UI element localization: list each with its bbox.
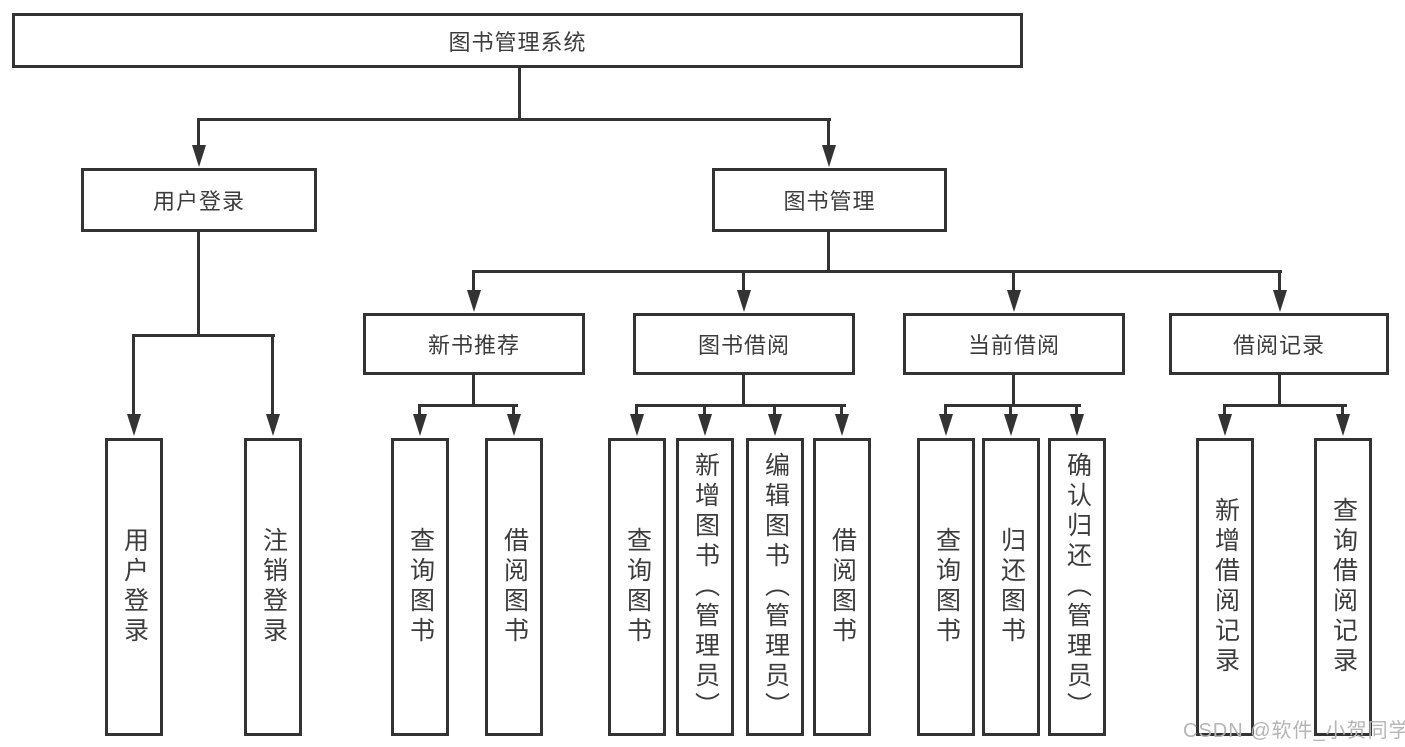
- arrowhead: [192, 145, 206, 167]
- node-user-login: 用户登录: [81, 168, 317, 232]
- leaf-add-books-admin: 新增图书（管理员）: [676, 438, 734, 736]
- leaf-query-borrow-record: 查询借阅记录: [1314, 438, 1372, 736]
- arrowhead: [1336, 414, 1350, 436]
- leaf-query-books-current: 查询图书: [917, 438, 975, 736]
- arrowhead: [1070, 414, 1084, 436]
- connector-line: [518, 68, 521, 120]
- arrowhead: [127, 414, 141, 436]
- connector-line: [1341, 404, 1344, 416]
- leaf-borrow-books-recommend: 借阅图书: [485, 438, 543, 736]
- connector-line: [472, 270, 1282, 273]
- connector-line: [1278, 270, 1281, 292]
- connector-line: [418, 404, 421, 416]
- arrowhead: [630, 414, 644, 436]
- node-book-borrowing: 图书借阅: [633, 313, 855, 375]
- connector-line: [472, 375, 475, 406]
- connector-line: [512, 404, 515, 416]
- leaf-add-borrow-record: 新增借阅记录: [1196, 438, 1254, 736]
- arrowhead: [507, 414, 521, 436]
- arrowhead: [1004, 414, 1018, 436]
- arrowhead: [737, 290, 751, 312]
- arrowhead: [1007, 290, 1021, 312]
- arrowhead: [467, 290, 481, 312]
- connector-line: [827, 232, 830, 273]
- leaf-user-login: 用户登录: [105, 438, 163, 736]
- connector-line: [944, 404, 1081, 407]
- connector-line: [635, 404, 638, 416]
- arrowhead: [835, 414, 849, 436]
- arrowhead: [266, 414, 280, 436]
- connector-line: [197, 118, 200, 148]
- node-current-borrowing: 当前借阅: [903, 313, 1125, 375]
- connector-line: [635, 404, 846, 407]
- leaf-edit-books-admin: 编辑图书（管理员）: [746, 438, 804, 736]
- connector-line: [742, 375, 745, 406]
- node-borrowing-records: 借阅记录: [1169, 313, 1389, 375]
- connector-line: [271, 334, 274, 416]
- node-root: 图书管理系统: [12, 13, 1023, 68]
- arrowhead: [768, 414, 782, 436]
- arrowhead: [939, 414, 953, 436]
- connector-line: [197, 232, 200, 337]
- connector-line: [944, 404, 947, 416]
- connector-line: [1012, 375, 1015, 406]
- leaf-logout: 注销登录: [244, 438, 302, 736]
- connector-line: [1223, 404, 1347, 407]
- connector-line: [1009, 404, 1012, 416]
- leaf-query-books-borrow: 查询图书: [608, 438, 666, 736]
- connector-line: [197, 118, 831, 121]
- leaf-return-books: 归还图书: [982, 438, 1040, 736]
- connector-line: [1223, 404, 1226, 416]
- leaf-borrow-books: 借阅图书: [813, 438, 871, 736]
- connector-line: [1075, 404, 1078, 416]
- connector-line: [773, 404, 776, 416]
- connector-line: [1278, 375, 1281, 406]
- node-book-management: 图书管理: [712, 168, 947, 232]
- connector-line: [472, 270, 475, 292]
- watermark: CSDN @软件_小贺同学: [1183, 720, 1405, 742]
- leaf-query-books-recommend: 查询图书: [391, 438, 449, 736]
- connector-line: [827, 118, 830, 148]
- connector-line: [840, 404, 843, 416]
- connector-line: [742, 270, 745, 292]
- connector-line: [132, 334, 275, 337]
- arrowhead: [1273, 290, 1287, 312]
- connector-line: [1012, 270, 1015, 292]
- connector-line: [132, 334, 135, 416]
- connector-line: [418, 404, 518, 407]
- arrowhead: [822, 145, 836, 167]
- connector-line: [703, 404, 706, 416]
- arrowhead: [413, 414, 427, 436]
- arrowhead: [1218, 414, 1232, 436]
- node-new-book-recommendation: 新书推荐: [363, 313, 585, 375]
- leaf-confirm-return-admin: 确认归还（管理员）: [1048, 438, 1106, 736]
- arrowhead: [698, 414, 712, 436]
